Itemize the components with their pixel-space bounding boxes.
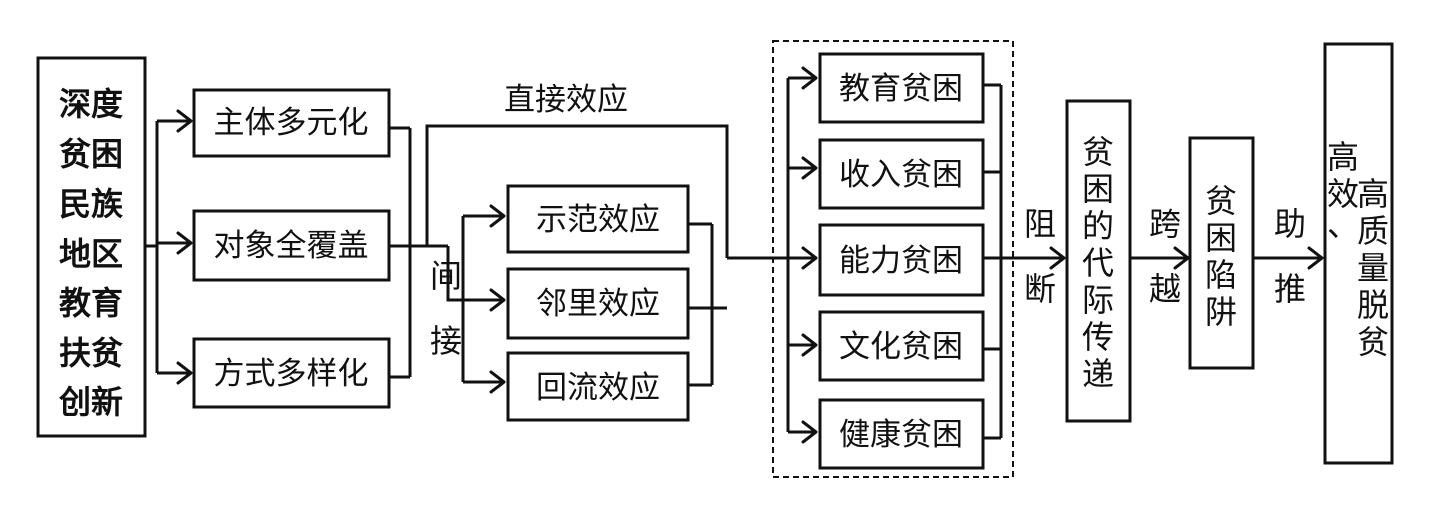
direct-effect-label: 直接效应 — [504, 82, 628, 118]
feature-label-2: 对象全覆盖 — [214, 228, 369, 264]
intergenerational-char-2: 困 — [1082, 170, 1114, 208]
indirect-effect-label-1: 示范效应 — [536, 202, 660, 238]
block-label-char-2: 断 — [1024, 270, 1056, 308]
outcome-col2-char-1: 高 — [1357, 175, 1389, 213]
outcome-col2-char-4: 脱 — [1357, 286, 1389, 324]
indirect-effect-label-2: 邻里效应 — [536, 286, 660, 322]
source-line-3: 民族 — [59, 185, 124, 223]
outcome-box: 高 效 、 高 质 量 脱 贫 — [1323, 42, 1394, 465]
intergenerational-char-7: 递 — [1082, 355, 1114, 393]
outcome-col2-char-2: 质 — [1357, 212, 1389, 250]
features-merge-connector — [389, 126, 427, 379]
outcome-col2-char-3: 量 — [1357, 249, 1389, 287]
outcome-col1-char-1: 高 — [1327, 138, 1359, 176]
indirect-label-char-2: 接 — [430, 322, 462, 360]
indirect-effect-connector — [427, 204, 506, 394]
source-line-2: 贫困 — [59, 135, 123, 173]
poverty-type-box-2: 收入贫困 — [818, 138, 985, 210]
poverty-merge-connector — [983, 83, 1066, 440]
boost-label-char-1: 助 — [1274, 205, 1306, 243]
poverty-types-group — [772, 40, 1014, 478]
feature-box-3: 方式多样化 — [192, 337, 391, 409]
source-line-7: 创新 — [58, 383, 123, 421]
poverty-trap-box: 贫 困 陷 阱 — [1188, 136, 1255, 370]
cross-arrow — [1130, 246, 1190, 270]
poverty-type-label-5: 健康贫困 — [839, 417, 963, 453]
intergenerational-transmission-box: 贫 困 的 代 际 传 递 — [1065, 99, 1132, 423]
outcome-col2-char-5: 贫 — [1357, 323, 1389, 361]
poverty-type-label-2: 收入贫困 — [839, 157, 963, 193]
intergenerational-char-4: 代 — [1082, 244, 1114, 282]
trap-char-3: 陷 — [1205, 256, 1237, 294]
indirect-label-char-1: 间 — [430, 257, 462, 295]
block-label-char-1: 阻 — [1024, 205, 1056, 243]
direct-effect-path — [425, 124, 729, 258]
indirect-effect-box-2: 邻里效应 — [506, 267, 690, 340]
intergenerational-char-6: 传 — [1082, 318, 1114, 356]
source-to-features-connector — [145, 109, 193, 385]
source-line-6: 扶贫 — [59, 334, 123, 372]
cross-label-char-2: 越 — [1149, 270, 1181, 308]
indirect-effect-label-3: 回流效应 — [536, 370, 660, 406]
outcome-col1-char-3: 、 — [1327, 206, 1359, 244]
poverty-type-box-3: 能力贫困 — [818, 223, 985, 297]
outcome-col1-char-2: 效 — [1327, 175, 1359, 213]
indirect-effect-box-3: 回流效应 — [506, 351, 690, 422]
indirect-effect-box-1: 示范效应 — [506, 184, 690, 254]
feature-box-2: 对象全覆盖 — [192, 209, 391, 282]
poverty-type-box-1: 教育贫困 — [818, 52, 985, 124]
feature-box-1: 主体多元化 — [192, 88, 391, 158]
source-line-4: 地区 — [59, 235, 123, 273]
trap-char-2: 困 — [1205, 219, 1237, 257]
poverty-type-label-4: 文化贫困 — [839, 329, 963, 365]
boost-label-char-2: 推 — [1274, 270, 1306, 308]
source-line-1: 深度 — [59, 85, 123, 123]
poverty-type-label-1: 教育贫困 — [839, 71, 963, 107]
boost-arrow — [1253, 246, 1324, 270]
poverty-type-label-3: 能力贫困 — [839, 243, 963, 279]
cross-label-char-1: 跨 — [1149, 205, 1181, 243]
poverty-type-box-5: 健康贫困 — [818, 398, 985, 470]
feature-label-1: 主体多元化 — [214, 105, 369, 141]
source-line-5: 教育 — [59, 284, 123, 322]
poverty-type-box-4: 文化贫困 — [818, 310, 985, 382]
intergenerational-char-3: 的 — [1082, 207, 1114, 245]
feature-label-3: 方式多样化 — [214, 356, 369, 392]
intergenerational-char-5: 际 — [1082, 281, 1114, 319]
trap-char-1: 贫 — [1205, 182, 1237, 220]
trap-char-4: 阱 — [1205, 293, 1237, 331]
into-poverty-group-connector — [727, 66, 818, 444]
source-box: 深度 贫困 民族 地区 教育 扶贫 创新 — [36, 56, 147, 438]
indirect-merge-connector — [688, 222, 727, 387]
intergenerational-char-1: 贫 — [1082, 133, 1114, 171]
